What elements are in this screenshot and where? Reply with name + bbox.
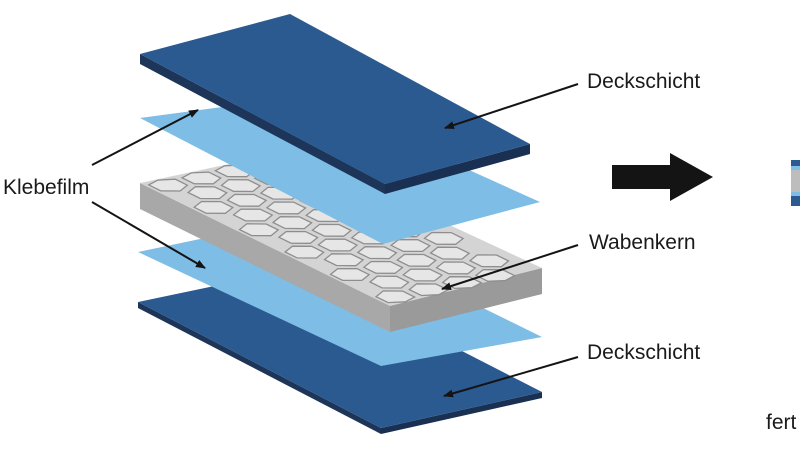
honeycomb-cell (423, 231, 465, 245)
leader-face-sheet-bottom (443, 356, 579, 398)
honeycomb-cell (429, 246, 471, 260)
leader-adhesive-film-upper (91, 109, 199, 166)
honeycomb-cell (283, 245, 325, 259)
honeycomb-cell (435, 261, 477, 275)
honeycomb-cell (317, 238, 359, 252)
honeycomb-cell (277, 230, 319, 244)
honeycomb-cell (147, 178, 189, 192)
honeycomb-cell (329, 267, 371, 282)
leader-face-sheet-top (444, 83, 579, 129)
honeycomb-cell (192, 200, 235, 214)
honeycomb-cell (468, 254, 510, 268)
top-face-sheet (140, 14, 530, 194)
honeycomb-cell (232, 208, 274, 222)
honeycomb-cell (395, 253, 438, 267)
honeycomb-cell (180, 171, 222, 185)
label-face-sheet-bottom: Deckschicht (587, 341, 701, 364)
label-face-sheet-top: Deckschicht (587, 70, 701, 93)
leader-honeycomb-core (441, 244, 579, 291)
label-finished-partial: fert (766, 411, 797, 434)
honeycomb-cell (220, 178, 262, 193)
bottom-face-sheet (138, 268, 542, 434)
honeycomb-cell (238, 223, 280, 237)
honeycomb-cell (356, 246, 398, 260)
honeycomb-cell (368, 275, 410, 289)
leader-adhesive-film-lower (91, 201, 206, 269)
honeycomb-cell (186, 186, 228, 200)
honeycomb-cell (311, 223, 353, 237)
process-arrow (612, 153, 713, 201)
honeycomb-cell (226, 193, 268, 207)
honeycomb-cell (323, 253, 365, 267)
honeycomb-cell (474, 268, 517, 282)
honeycomb-cell (362, 260, 404, 274)
label-honeycomb-core: Wabenkern (589, 231, 696, 254)
honeycomb-cell (402, 268, 444, 282)
label-adhesive-film: Klebefilm (3, 176, 90, 199)
honeycomb-cell (265, 201, 307, 215)
honeycomb-cell (271, 216, 313, 230)
honeycomb-cell (374, 290, 417, 304)
assembled-panel-partial (791, 160, 800, 206)
